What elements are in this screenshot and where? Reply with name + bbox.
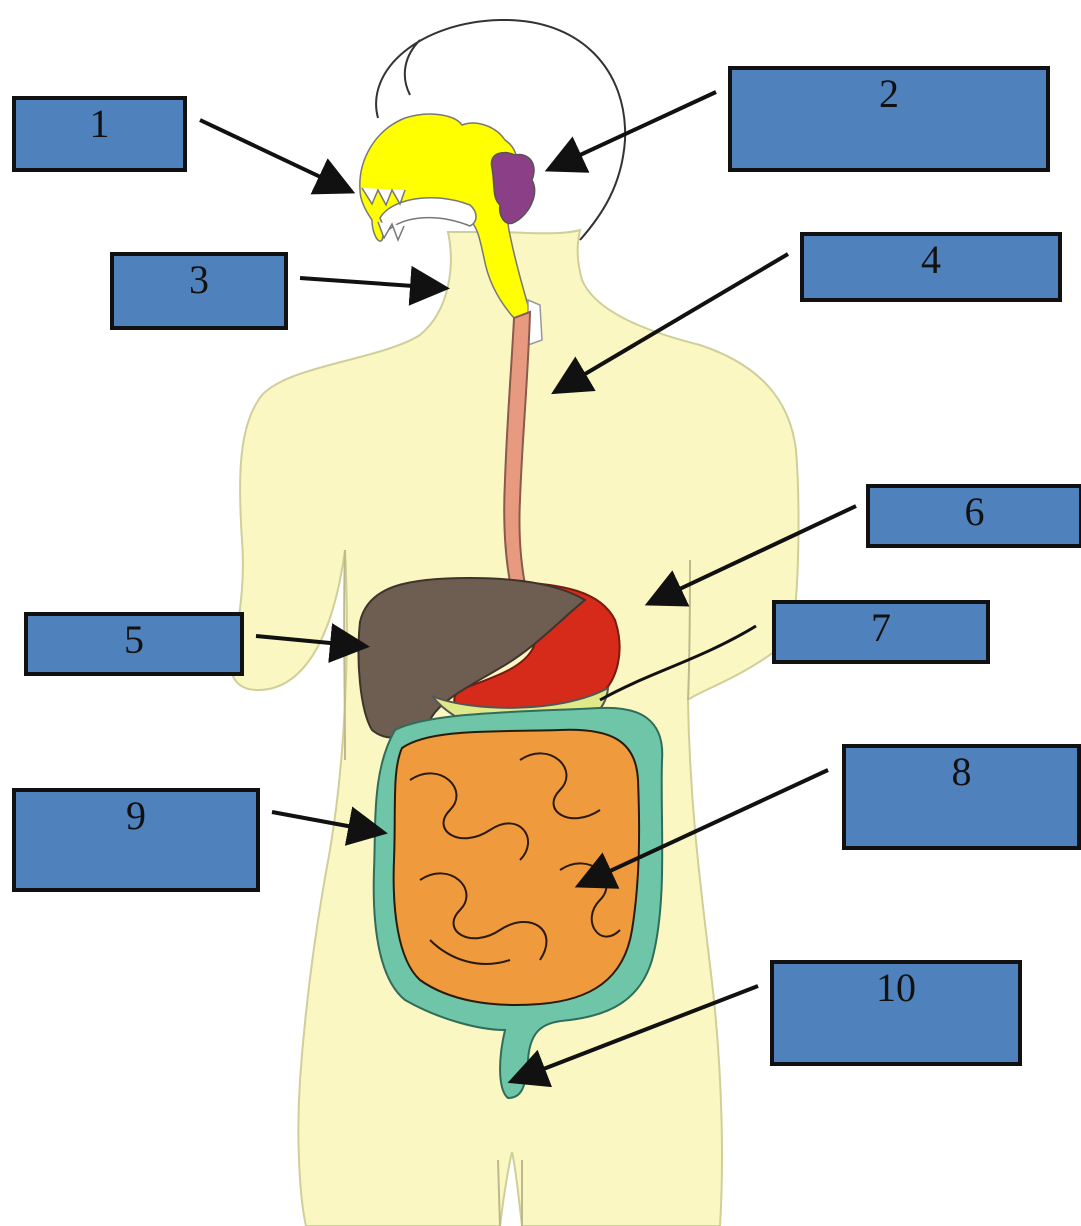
label-box-6[interactable]: 6 bbox=[866, 484, 1081, 548]
label-3: 3 bbox=[114, 256, 284, 302]
arrow-1 bbox=[200, 120, 348, 190]
label-5: 5 bbox=[28, 616, 240, 662]
label-box-10[interactable]: 10 bbox=[770, 960, 1022, 1066]
label-box-5[interactable]: 5 bbox=[24, 612, 244, 676]
label-6: 6 bbox=[870, 488, 1079, 534]
label-box-2[interactable]: 2 bbox=[728, 66, 1050, 172]
label-box-7[interactable]: 7 bbox=[772, 600, 990, 664]
label-box-3[interactable]: 3 bbox=[110, 252, 288, 330]
label-4: 4 bbox=[804, 236, 1058, 282]
label-1: 1 bbox=[16, 100, 183, 146]
label-box-1[interactable]: 1 bbox=[12, 96, 187, 172]
label-8: 8 bbox=[846, 748, 1077, 794]
label-10: 10 bbox=[774, 964, 1018, 1010]
label-box-9[interactable]: 9 bbox=[12, 788, 260, 892]
small-intestine bbox=[394, 730, 639, 1005]
label-box-4[interactable]: 4 bbox=[800, 232, 1062, 302]
label-box-8[interactable]: 8 bbox=[842, 744, 1081, 850]
label-7: 7 bbox=[776, 604, 986, 650]
arrow-2 bbox=[552, 92, 716, 168]
waist-line-left bbox=[344, 550, 345, 760]
label-2: 2 bbox=[732, 70, 1046, 116]
label-9: 9 bbox=[16, 792, 256, 838]
arrow-3 bbox=[300, 278, 442, 288]
